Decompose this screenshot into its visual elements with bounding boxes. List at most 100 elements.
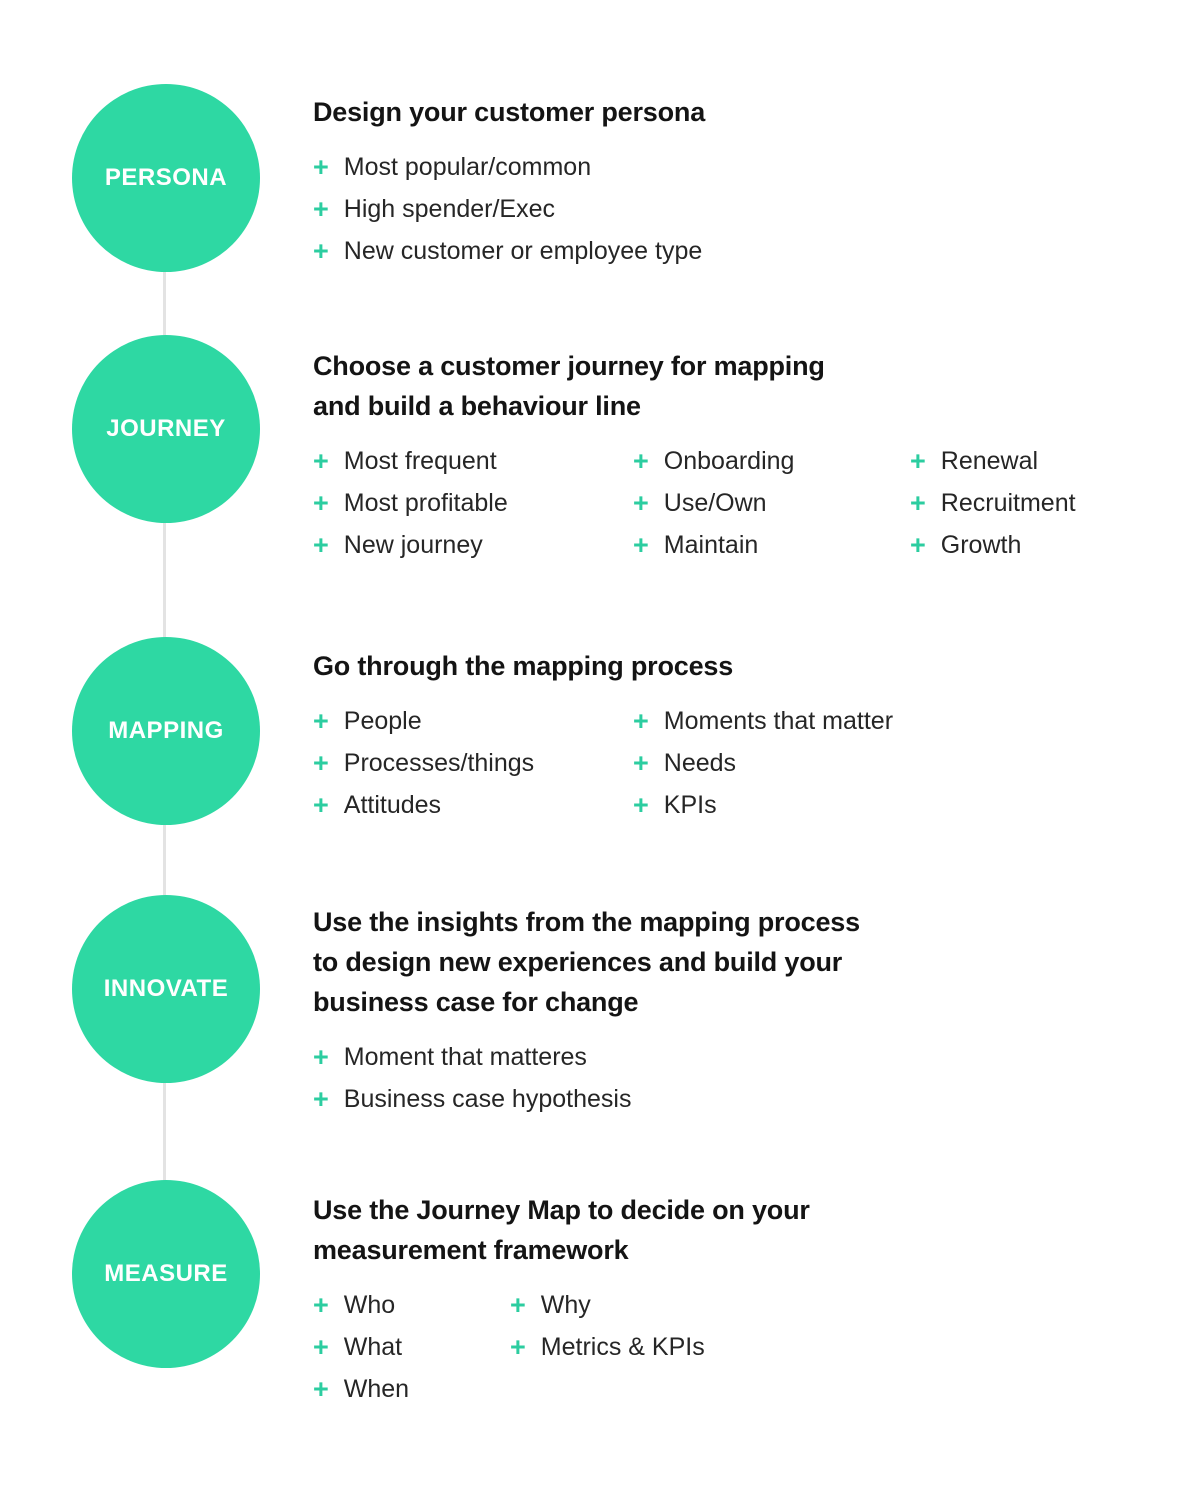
circle-label: INNOVATE <box>103 975 229 1002</box>
list-item-label: Moments that matter <box>663 706 894 735</box>
bullet-list: + Most frequent + Most profitable + New jou… <box>313 440 633 566</box>
list-item-label: Maintain <box>663 530 759 559</box>
list-item-label: People <box>343 706 422 735</box>
list-item-label: Processes/things <box>343 748 535 777</box>
section-heading: Use the Journey Map to decide on your me… <box>313 1190 810 1270</box>
list-item: + Business case hypothesis <box>313 1078 631 1120</box>
list-item-label: New journey <box>343 530 483 559</box>
circle-label: JOURNEY <box>106 415 226 442</box>
plus-icon: + <box>313 445 329 476</box>
plus-icon: + <box>313 1083 329 1114</box>
list-item-label: Onboarding <box>663 446 795 475</box>
section-innovate: Use the insights from the mapping proces… <box>313 902 860 1120</box>
plus-icon: + <box>510 1289 526 1320</box>
heading-line: measurement framework <box>313 1235 629 1265</box>
section-measure: Use the Journey Map to decide on your me… <box>313 1190 810 1410</box>
list-item-label: Metrics & KPIs <box>540 1332 705 1361</box>
bullet-list: +Why +Metrics & KPIs <box>510 1284 705 1410</box>
list-item-label: Most profitable <box>343 488 508 517</box>
list-item-label: Needs <box>663 748 737 777</box>
section-heading: Choose a customer journey for mapping an… <box>313 346 1076 426</box>
list-item-label: Most popular/common <box>343 152 592 181</box>
heading-line: and build a behaviour line <box>313 391 641 421</box>
plus-icon: + <box>633 789 649 820</box>
heading-line: Go through the mapping process <box>313 651 734 681</box>
section-mapping: Go through the mapping process +People +… <box>313 646 893 826</box>
list-item-label: KPIs <box>663 790 717 819</box>
list-item: + New journey <box>313 524 633 566</box>
plus-icon: + <box>910 529 926 560</box>
step-circle-persona: PERSONA <box>72 84 260 272</box>
list-item-label: Attitudes <box>343 790 442 819</box>
heading-line: Choose a customer journey for mapping <box>313 351 825 381</box>
bullet-columns: +People +Processes/things +Attitudes +Mo… <box>313 700 893 826</box>
plus-icon: + <box>510 1331 526 1362</box>
bullet-columns: +Most popular/common +High spender/Exec … <box>313 146 705 272</box>
list-item: + Most frequent <box>313 440 633 482</box>
plus-icon: + <box>313 747 329 778</box>
heading-line: Use the insights from the mapping proces… <box>313 907 860 937</box>
list-item-label: When <box>343 1374 410 1403</box>
heading-line: Use the Journey Map to decide on your <box>313 1195 810 1225</box>
plus-icon: + <box>910 487 926 518</box>
list-item: + Who <box>313 1284 510 1326</box>
plus-icon: + <box>633 445 649 476</box>
plus-icon: + <box>313 1289 329 1320</box>
list-item: +New customer or employee type <box>313 230 702 272</box>
list-item: + Metrics & KPIs <box>510 1326 705 1368</box>
plus-icon: + <box>633 487 649 518</box>
plus-icon: + <box>313 487 329 518</box>
list-item-label: Growth <box>940 530 1022 559</box>
list-item-label: Most frequent <box>343 446 497 475</box>
list-item: + Use/Own <box>633 482 910 524</box>
bullet-list: +Moment that matteres + Business case hyp… <box>313 1036 631 1120</box>
list-item-label: Business case hypothesis <box>343 1084 632 1113</box>
list-item: + Needs <box>633 742 893 784</box>
list-item: + High spender/Exec <box>313 188 702 230</box>
step-circle-innovate: INNOVATE <box>72 895 260 1083</box>
bullet-columns: +Who +What +When +Why +Metrics & KPIs <box>313 1284 810 1410</box>
bullet-list: +Renewal +Recruitment +Growth <box>910 440 1076 566</box>
step-circle-journey: JOURNEY <box>72 335 260 523</box>
plus-icon: + <box>633 705 649 736</box>
circle-label: MAPPING <box>108 717 224 744</box>
bullet-list: +Most popular/common +High spender/Exec … <box>313 146 702 272</box>
section-heading: Use the insights from the mapping proces… <box>313 902 860 1022</box>
plus-icon: + <box>633 747 649 778</box>
list-item: + Most popular/common <box>313 146 702 188</box>
list-item-label: What <box>343 1332 403 1361</box>
step-circle-measure: MEASURE <box>72 1180 260 1368</box>
section-heading: Go through the mapping process <box>313 646 893 686</box>
list-item: +Recruitment <box>910 482 1076 524</box>
bullet-list: + Who + What + When <box>313 1284 510 1410</box>
list-item-label: New customer or employee type <box>343 236 703 265</box>
section-heading: Design your customer persona <box>313 92 705 132</box>
heading-line: to design new experiences and build your <box>313 947 843 977</box>
plus-icon: + <box>313 529 329 560</box>
list-item: +Moment that matteres <box>313 1036 631 1078</box>
plus-icon: + <box>313 151 329 182</box>
list-item-label: Moment that matteres <box>343 1042 587 1071</box>
plus-icon: + <box>313 1331 329 1362</box>
list-item-label: High spender/Exec <box>343 194 556 223</box>
bullet-list: + Moments that matter + Needs + KPIs <box>633 700 893 826</box>
bullet-list: + Onboarding + Use/Own +Maintain <box>633 440 910 566</box>
list-item: + Attitudes <box>313 784 633 826</box>
list-item: + KPIs <box>633 784 893 826</box>
step-circle-mapping: MAPPING <box>72 637 260 825</box>
plus-icon: + <box>313 789 329 820</box>
plus-icon: + <box>910 445 926 476</box>
circle-label: MEASURE <box>104 1260 228 1287</box>
heading-line: Design your customer persona <box>313 97 706 127</box>
list-item-label: Who <box>343 1290 396 1319</box>
list-item: +People <box>313 700 633 742</box>
list-item-label: Use/Own <box>663 488 767 517</box>
plus-icon: + <box>313 1373 329 1404</box>
section-persona: Design your customer persona + Most popul… <box>313 92 705 272</box>
bullet-columns: +Moment that matteres + Business case hyp… <box>313 1036 860 1120</box>
list-item: + Most profitable <box>313 482 633 524</box>
plus-icon: + <box>313 193 329 224</box>
bullet-columns: + Most frequent + Most profitable + New jou… <box>313 440 1076 566</box>
list-item: +Maintain <box>633 524 910 566</box>
